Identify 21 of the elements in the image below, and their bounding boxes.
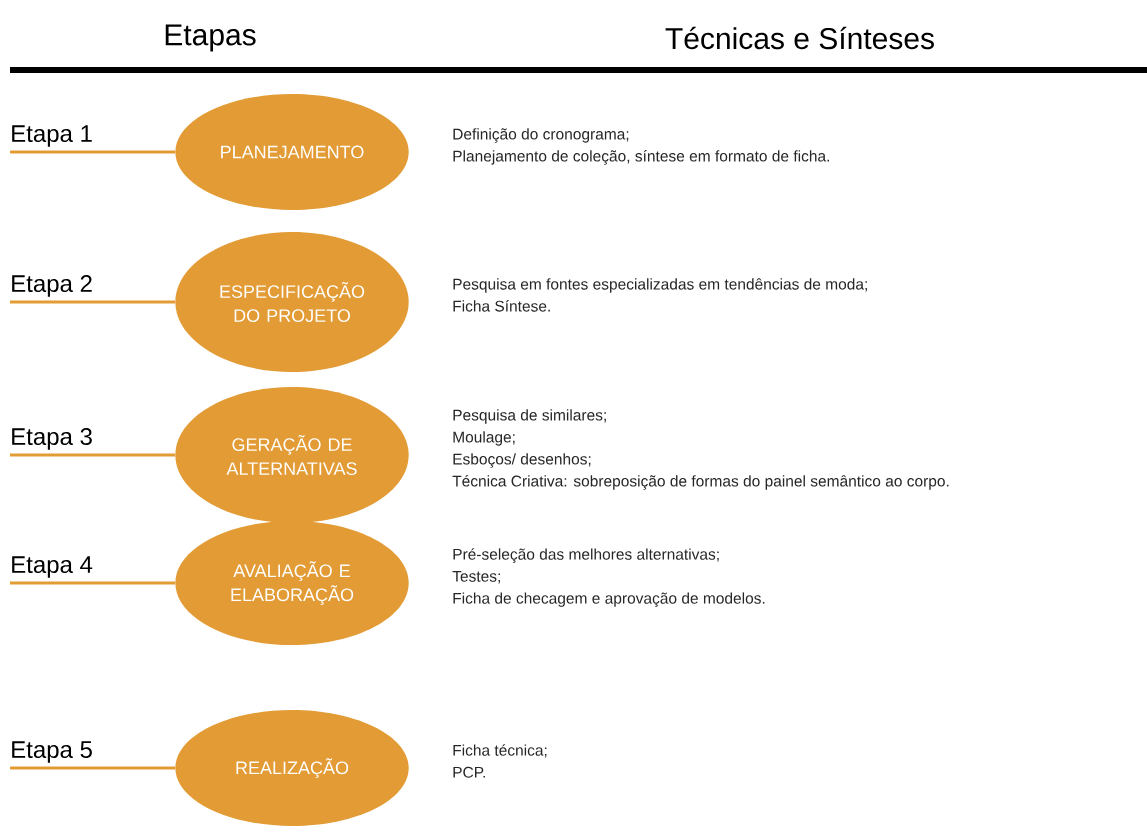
technique-list: Pesquisa de similares; Moulage; Esboços/ desenhos; Técnica Criativa: sobreposição de formas do painel semântico ao corpo.	[452, 409, 949, 490]
stage-label: Etapa 5	[12, 741, 92, 763]
node-label: Esboços/ desenhos;	[453, 453, 591, 468]
connector-line	[10, 300, 176, 304]
stage-label: Etapa 4	[12, 556, 93, 578]
technique-list: Pré-seleção das melhores alternativas; Testes; Ficha de checagem e aprovação de modelos.	[452, 548, 765, 607]
connector-line	[10, 150, 176, 154]
stage-label: Etapa 2	[12, 275, 92, 297]
column-heading: Técnicas e Sínteses	[665, 26, 934, 50]
column-heading: Etapas	[165, 24, 256, 52]
connector-line	[10, 581, 176, 585]
node-label: Moulage;	[453, 431, 515, 446]
node-label: Pesquisa de similares;	[453, 409, 606, 424]
connector-line	[10, 453, 176, 457]
connector-line	[10, 766, 176, 770]
stage-label: Etapa 3	[12, 428, 92, 450]
technique-list: Definição do cronograma; Planejamento de coleção, síntese em formato de ficha.	[453, 128, 829, 165]
technique-list: Ficha técnica; PCP.	[453, 744, 547, 778]
technique-list: Pesquisa em fontes especializadas em tendências de moda; Ficha Síntese.	[453, 278, 867, 312]
stage-label: Etapa 1	[12, 125, 92, 147]
node-label: Técnica Criativa: sobreposição de formas do painel semântico ao corpo.	[452, 475, 949, 490]
